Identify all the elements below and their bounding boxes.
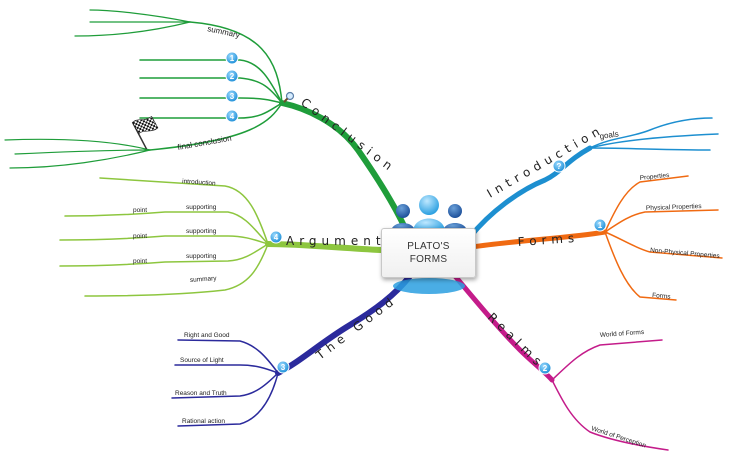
badge-1-text: 1: [230, 54, 235, 63]
svg-text:1: 1: [598, 221, 603, 230]
forms-subtopic-forms[interactable]: Forms: [652, 292, 672, 301]
badge-2-text: 2: [230, 72, 235, 81]
realms-subtopic-world-of-forms[interactable]: World of Forms: [600, 329, 645, 339]
forms-subtopic-non-physical-properties[interactable]: Non-Physical Properties: [650, 247, 721, 260]
the-good-subtopic-source-of-light[interactable]: Source of Light: [180, 357, 224, 364]
branch-conclusion-label[interactable]: Conclusion: [298, 95, 399, 176]
argument-point-3[interactable]: point: [133, 258, 147, 265]
svg-text:?: ?: [557, 162, 562, 171]
the-good-subtopic-reason-and-truth[interactable]: Reason and Truth: [175, 390, 227, 397]
the-good-subtopic-right-and-good[interactable]: Right and Good: [184, 332, 230, 339]
checkered-flag-icon: [131, 115, 159, 150]
the-good-subtopic-rational-action[interactable]: Rational action: [182, 418, 225, 425]
argument-subtopic-supporting-2[interactable]: supporting: [186, 228, 217, 235]
branch-the-good[interactable]: [171, 273, 413, 427]
argument-subtopic-supporting-3[interactable]: supporting: [186, 253, 217, 260]
branch-introduction[interactable]: [467, 117, 719, 240]
central-topic[interactable]: PLATO'S FORMS: [381, 228, 476, 278]
branch-forms[interactable]: [469, 175, 723, 301]
magnifier-icon: [283, 91, 295, 103]
svg-text:4: 4: [274, 233, 279, 242]
argument-subtopic-introduction[interactable]: introduction: [182, 178, 216, 187]
argument-point-1[interactable]: point: [133, 207, 147, 214]
forms-subtopic-physical-properties[interactable]: Physical Properties: [646, 203, 703, 212]
branch-realms-label[interactable]: Realms: [485, 310, 548, 371]
introduction-subtopic-goals[interactable]: goals: [599, 129, 619, 141]
conclusion-subtopic-final[interactable]: final conclusion: [177, 134, 232, 152]
realms-subtopic-world-of-perception[interactable]: World of Perception: [590, 425, 647, 449]
conclusion-subtopic-3[interactable]: 3: [225, 89, 239, 103]
branch-argument[interactable]: [59, 177, 384, 297]
branch-the-good-label[interactable]: The Good: [313, 292, 400, 363]
central-topic-line2: FORMS: [409, 254, 448, 265]
branch-forms-label[interactable]: Forms: [517, 231, 579, 249]
branch-argument-label[interactable]: Argument: [286, 234, 386, 248]
introduction-badge: ?: [552, 159, 566, 173]
forms-subtopic-properties[interactable]: Properties: [639, 172, 670, 182]
argument-badge: 4: [269, 230, 283, 244]
the-good-badge: 3: [276, 360, 290, 374]
badge-4-text: 4: [230, 112, 235, 121]
svg-text:3: 3: [281, 363, 286, 372]
branch-introduction-label[interactable]: Introduction: [485, 122, 607, 200]
conclusion-subtopic-summary[interactable]: summary: [207, 24, 241, 40]
forms-badge: 1: [593, 218, 607, 232]
svg-text:2: 2: [543, 364, 548, 373]
central-topic-line1: PLATO'S: [407, 241, 450, 252]
realms-badge: 2: [538, 361, 552, 375]
argument-point-2[interactable]: point: [133, 233, 147, 240]
argument-subtopic-summary[interactable]: summary: [190, 275, 218, 284]
conclusion-subtopic-4[interactable]: 4: [225, 109, 239, 123]
conclusion-subtopic-1[interactable]: 1: [225, 51, 239, 65]
conclusion-subtopic-2[interactable]: 2: [225, 69, 239, 83]
badge-3-text: 3: [230, 92, 235, 101]
branch-realms[interactable]: [452, 273, 669, 451]
argument-subtopic-supporting-1[interactable]: supporting: [186, 204, 217, 211]
branch-conclusion[interactable]: [4, 9, 408, 231]
